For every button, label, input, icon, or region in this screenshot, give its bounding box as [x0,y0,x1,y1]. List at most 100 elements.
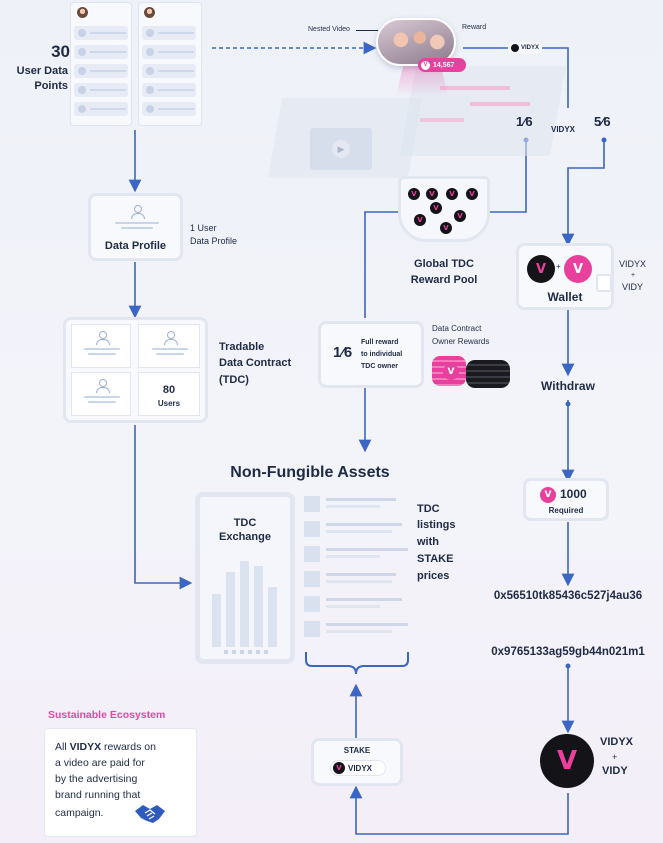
listing-text-3: with [417,536,439,548]
wire-reward-to-split [463,47,569,108]
split-five-fraction: 5⁄6 [594,114,611,129]
required-amount: 1000 [560,487,587,501]
user-data-row [74,83,128,97]
nested-video-thumbnail [376,18,456,66]
exchange-dots [224,650,268,654]
user-icon [130,204,145,219]
listing-bracket [305,652,409,675]
badge-value: 14,567 [433,61,455,69]
tdc-title-1: Tradable [219,341,265,353]
profile-line-1 [115,222,159,224]
tdc-cell-3 [71,372,131,416]
tdc-cell-1 [71,324,131,368]
ecosystem-line-1-b: VIDYX [69,741,102,753]
reward-pool-title-2: Reward Pool [410,274,478,286]
withdraw-label: Withdraw [541,379,595,393]
user-data-row [74,26,128,40]
tdc-title-2: Data Contract [219,357,292,369]
assets-heading: Non-Fungible Assets [230,464,390,481]
vidy-coin-icon: V [564,255,592,283]
user-data-row [142,45,196,59]
vidyx-coin-icon: V [440,222,452,234]
wallet-side-plus: + [631,272,636,279]
user-icon [95,378,110,393]
tdc-exchange-device: TDC Exchange [195,492,295,664]
final-token-plus: + [612,752,618,762]
tdc-cell-2 [138,324,200,368]
listing-text-1: TDC [417,503,440,515]
profile-line-2 [121,227,153,229]
user-data-row [74,102,128,116]
exchange-bar [268,587,277,647]
full-reward-fraction: 1⁄6 [333,344,353,361]
final-token-side-1: VIDYX [600,736,634,748]
owner-rewards-black-stack [466,360,510,388]
user-data-label-1: User Data [16,65,68,77]
tdc-cell-line [88,401,116,403]
pink-stripe-3 [420,118,464,122]
listing-row [304,596,408,612]
tdc-cell-line [84,348,120,350]
ecosystem-line-1: All VIDYX rewards on [55,741,156,753]
tdc-cell-4: 80 Users [138,372,200,416]
vidyx-mid-label: VIDYX [551,125,576,134]
full-reward-text-3: TDC owner [361,363,398,370]
wallet-plus: + [556,262,561,271]
play-icon: ▶ [332,140,350,158]
ecosystem-line-5: campaign. [55,807,104,819]
listing-row [304,571,408,587]
wallet-side-1: VIDYX [619,259,647,269]
exchange-bar [240,560,249,647]
listing-row [304,496,408,512]
required-box: V 1000 Required [523,478,609,521]
exchange-bars [210,551,282,647]
ecosystem-line-4: brand running that [55,789,141,801]
vidyx-coin-icon: V [426,188,438,200]
full-reward-text-2: to individual [361,351,403,358]
tdc-cell-line [88,353,116,355]
wallet-address-2: 0x9765133ag59gb44n021m1 [491,646,645,658]
exchange-bar [254,566,263,647]
listing-text-2: listings [417,519,456,531]
ecosystem-line-1-a: All [55,741,70,753]
wallet-title: Wallet [547,290,583,304]
vidyx-coin-icon: V [454,210,466,222]
ecosystem-card: All VIDYX rewards on a video are paid fo… [44,728,197,837]
listing-row [304,521,408,537]
vidyx-coin-icon: V [540,734,594,788]
vidyx-tag-coin-icon [511,44,519,52]
user-avatar-1 [76,6,89,19]
stake-box: STAKE V VIDYX [311,738,403,786]
stake-coin-label: VIDYX [348,763,373,773]
user-data-row [142,64,196,78]
ecosystem-line-1-c: rewards on [101,741,156,753]
listing-row [304,546,408,562]
vidyx-coin-icon: V [466,188,478,200]
exchange-title-2: Exchange [219,531,271,543]
vidyx-coin-icon: V [333,762,345,774]
data-profile-box: Data Profile [88,193,183,261]
reward-badge: V 14,567 [418,58,466,72]
full-reward-text-1: Full reward [361,339,399,346]
required-label: Required [548,506,584,515]
user-data-count: 30 [51,42,70,61]
vidyx-coin-icon: V [443,364,459,380]
tdc-cell-line [84,396,120,398]
vidyx-tag: VIDYX [508,42,543,54]
final-token-side-2: VIDY [602,765,628,777]
stake-label: STAKE [343,746,371,755]
tdc-cell-line [156,353,184,355]
user-data-row [74,64,128,78]
user-data-row [142,102,196,116]
tdc-user-count-label: Users [157,399,181,408]
exchange-bar [212,594,221,647]
vidyx-coin-icon: V [527,255,555,283]
stake-pill: V VIDYX [330,760,386,776]
owner-rewards-label-2: Owner Rewards [432,337,490,346]
user-icon [163,330,178,345]
wallet-side-2: VIDY [622,282,644,292]
ecosystem-line-3: by the advertising [55,773,138,785]
nested-video-pointer [356,30,378,31]
badge-coin-icon: V [421,60,430,70]
